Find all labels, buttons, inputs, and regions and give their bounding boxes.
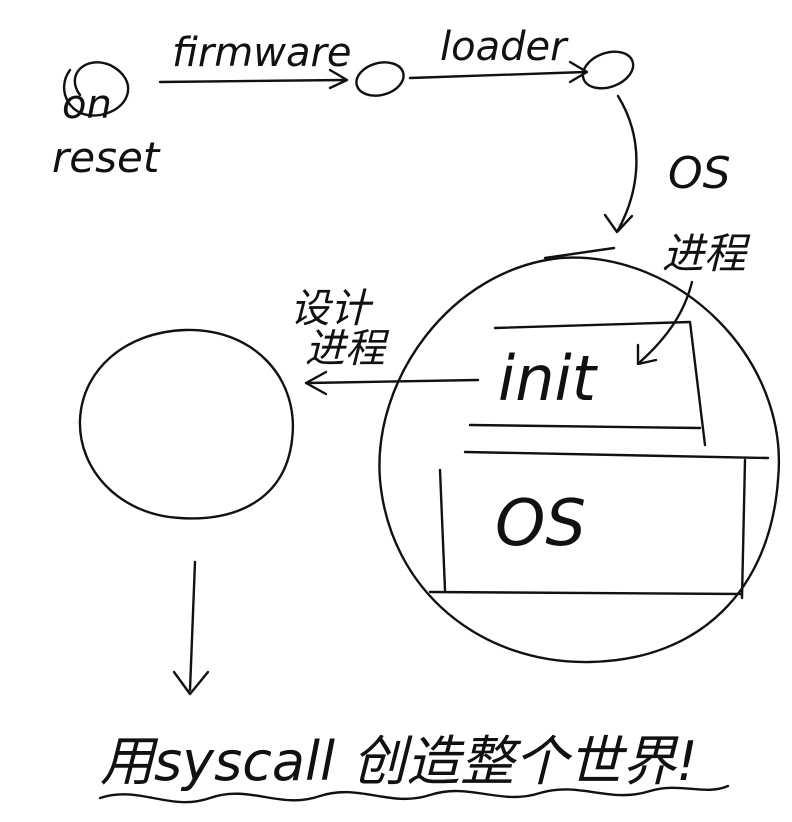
design-arrow bbox=[306, 378, 480, 385]
firmware-label: firmware bbox=[172, 30, 352, 76]
loader-node bbox=[581, 50, 635, 90]
syscall-down-arrow bbox=[188, 560, 197, 692]
on-reset-label-line2: reset bbox=[52, 133, 161, 182]
design-arrow-head bbox=[304, 370, 328, 396]
os-top-label: OS bbox=[668, 148, 731, 199]
bottom-slogan: 用syscall 创造整个世界! bbox=[100, 730, 698, 793]
os-down-arrow bbox=[616, 94, 638, 232]
system-circle bbox=[378, 256, 781, 664]
jincheng-top-label: 进程 bbox=[662, 229, 751, 278]
os-box-label: OS bbox=[495, 487, 586, 561]
wavy-underline bbox=[98, 784, 730, 804]
syscall-down-arrow-head bbox=[172, 670, 210, 696]
os-down-arrow-head bbox=[603, 213, 634, 234]
os-box bbox=[428, 450, 770, 600]
firmware-arrow-head bbox=[328, 68, 349, 90]
on-reset-label-line1: on bbox=[62, 82, 112, 128]
design-label-line1: 设计 bbox=[290, 286, 374, 332]
on-reset-scribble bbox=[62, 61, 130, 117]
loader-arrow bbox=[408, 70, 587, 80]
design-label-line2: 进程 bbox=[305, 326, 390, 372]
loader-arrow-head bbox=[568, 60, 589, 84]
init-box bbox=[468, 320, 707, 447]
circle-top-line bbox=[543, 246, 616, 260]
firmware-node bbox=[355, 61, 405, 97]
init-label: init bbox=[498, 342, 599, 415]
jincheng-pointer-head bbox=[636, 343, 658, 366]
loader-label: loader bbox=[440, 24, 569, 70]
process-circle bbox=[78, 328, 295, 520]
firmware-arrow bbox=[158, 78, 347, 84]
